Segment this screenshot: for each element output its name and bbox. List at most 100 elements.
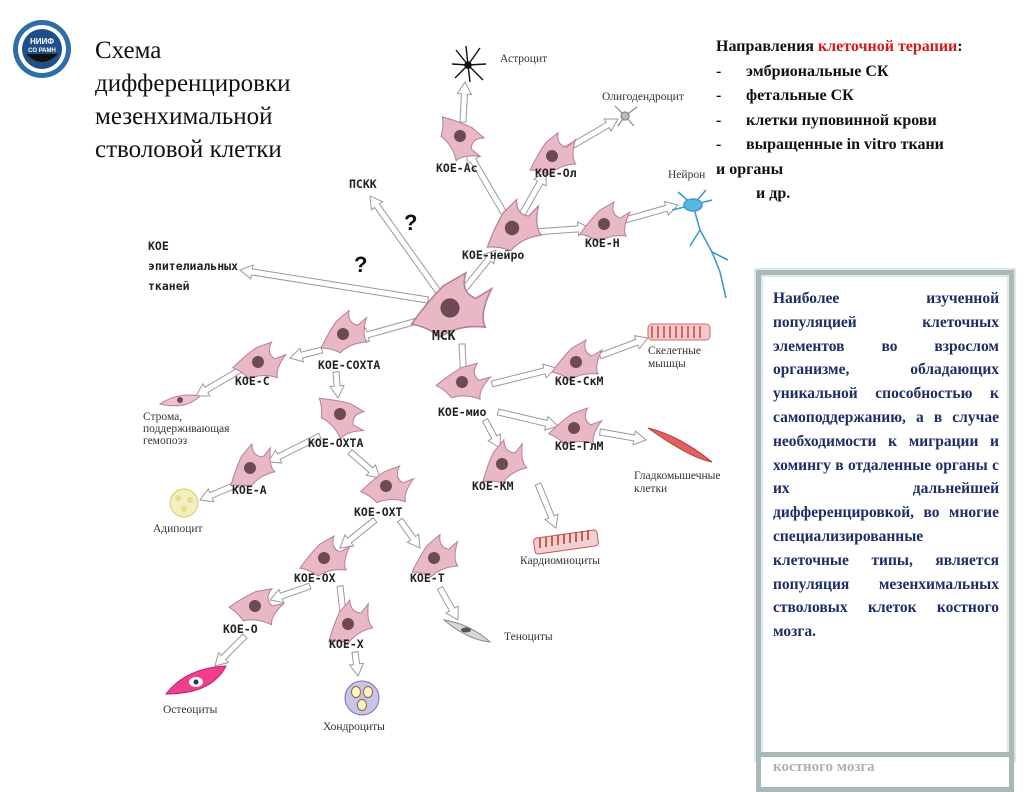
astrocyte-image: [451, 45, 487, 83]
caption-stroma-3: гемопоэз: [143, 435, 188, 447]
node-koe-km: КОЕ-КМ: [472, 479, 514, 493]
node-epith-3: тканей: [148, 279, 190, 293]
caption-cardio: Кардиомиоциты: [520, 555, 600, 567]
node-koe-n: КОЕ-Н: [585, 236, 620, 250]
cell-koe-skm: [551, 338, 604, 381]
direction-dash: -: [716, 62, 722, 80]
node-msk: МСК: [432, 329, 456, 344]
node-koe-ol: КОЕ-Ол: [535, 166, 577, 180]
stroma-cell-image: [158, 394, 202, 407]
cardiomyocyte-image: [533, 529, 599, 555]
arrow-neuro-n: [534, 221, 591, 237]
node-koe-sokhta: КОЕ-СОХТА: [318, 358, 380, 372]
caption-smooth-2: клетки: [634, 483, 667, 495]
arrow-as-astrocyte: [456, 81, 473, 123]
caption-chondrocyte: Хондроциты: [323, 721, 385, 733]
info-box: Наиболее изученной популяцией клеточных …: [756, 270, 1014, 760]
arrow-mio-glm: [496, 408, 559, 431]
institute-logo: НИИФ СО РАМН: [13, 20, 71, 78]
neuron-image: [671, 189, 729, 299]
arrow-msk-epith: [239, 264, 430, 304]
differentiation-diagram: МСК ПСКК КОЕ эпителиальных тканей ? ? КО…: [143, 45, 729, 733]
arrow-glm-smooth: [598, 428, 647, 446]
unknown-pathway-1: ?: [404, 210, 417, 235]
caption-tenocyte: Теноциты: [504, 631, 553, 643]
cell-msk: [410, 271, 494, 338]
caption-osteocyte: Остеоциты: [163, 704, 218, 716]
arrows-layer: [195, 81, 679, 677]
direction-dash: -: [716, 87, 722, 104]
direction-item: -выращенные in vitro ткани: [716, 133, 1021, 158]
logo-line2: СО РАМН: [28, 48, 56, 54]
cell-koe-ol: [529, 131, 577, 176]
arrow-neuro-ol: [516, 171, 547, 221]
cell-koe-x: [328, 598, 374, 644]
node-koe-ox: КОЕ-ОХ: [294, 571, 336, 585]
caption-skeletal-1: Скелетные: [648, 345, 701, 357]
arrow-t-tenocyte: [436, 585, 459, 621]
directions-heading: Направления клеточной терапии:: [716, 35, 1021, 60]
direction-continuation: и органы: [716, 160, 784, 178]
caption-skeletal-2: мышцы: [648, 358, 686, 370]
labels-layer: МСК ПСКК КОЕ эпителиальных тканей ? ? КО…: [143, 53, 720, 733]
node-koe-mio: КОЕ-мио: [438, 405, 487, 419]
arrow-x-chondro: [348, 651, 365, 677]
arrow-skm-skeletal: [598, 335, 649, 360]
skeletal-muscle-image: [647, 323, 711, 341]
cell-koe-okht: [359, 465, 416, 504]
caption-oligodendrocyte: Олигодендроцит: [602, 91, 684, 103]
page-title: Схема дифференцировки мезенхимальной ств…: [95, 37, 291, 163]
cell-koe-as: [440, 116, 486, 162]
direction-text: эмбриональные СК: [746, 62, 889, 80]
node-koe-a: КОЕ-А: [232, 483, 267, 497]
caption-astrocyte: Астроцит: [500, 53, 547, 65]
cell-koe-ox: [299, 534, 352, 577]
next-info-box: костного мозга: [756, 752, 1014, 792]
arrow-km-cardio: [534, 482, 559, 529]
caption-neuron: Нейрон: [668, 169, 705, 181]
osteocyte-image: [164, 665, 227, 695]
arrow-ox-o: [269, 582, 312, 604]
node-koe-okhta: КОЕ-ОХТА: [308, 436, 363, 450]
info-box-text: Наиболее изученной популяцией клеточных …: [773, 290, 999, 641]
directions-heading-highlight: клеточной терапии: [817, 38, 958, 55]
caption-stroma-1: Строма,: [143, 411, 182, 423]
arrow-ol-oligo: [562, 118, 619, 154]
arrow-mio-skm: [490, 363, 557, 388]
node-koe-o: КОЕ-О: [223, 622, 258, 636]
directions-heading-prefix: Направления: [716, 38, 818, 55]
unknown-pathway-2: ?: [354, 252, 367, 277]
directions-heading-suffix: :: [957, 38, 963, 55]
direction-text: фетальные СК: [746, 87, 854, 104]
cell-koe-glm: [547, 407, 604, 446]
caption-stroma-2: поддерживающая: [143, 423, 230, 435]
arrow-n-neuron: [623, 200, 679, 224]
cell-koe-t: [411, 533, 459, 578]
node-koe-t: КОЕ-Т: [410, 571, 445, 585]
tenocyte-image: [442, 619, 492, 643]
node-epith-1: КОЕ: [148, 239, 169, 253]
direction-text: клетки пуповинной крови: [746, 111, 937, 129]
node-koe-skm: КОЕ-СкМ: [555, 374, 604, 388]
target-cells-layer: [158, 45, 729, 716]
direction-text: выращенные in vitro ткани: [746, 136, 944, 153]
direction-dash: -: [716, 111, 722, 129]
direction-item: - клетки пуповинной крови: [716, 109, 1021, 134]
arrow-okhta-okht: [347, 448, 381, 479]
oligodendrocyte-image: [614, 105, 638, 127]
arrow-mio-km: [481, 417, 502, 449]
node-koe-x: КОЕ-Х: [329, 637, 364, 651]
arrow-okht-t: [396, 517, 421, 549]
cell-koe-okhta: [318, 397, 366, 441]
chondrocyte-image: [344, 680, 380, 716]
logo-line1: НИИФ: [30, 37, 54, 46]
cell-koe-s: [231, 341, 288, 380]
cells-layer: [228, 116, 632, 644]
node-koe-glm: КОЕ-ГлМ: [555, 439, 604, 453]
arrow-o-osteocyte: [214, 633, 248, 667]
cell-koe-km: [482, 438, 528, 484]
node-koe-as: КОЕ-Ас: [436, 161, 478, 175]
therapy-directions: Направления клеточной терапии: - эмбриона…: [716, 35, 1021, 207]
arrow-okhta-a: [267, 432, 322, 464]
direction-item: - фетальные СК: [716, 84, 1021, 109]
